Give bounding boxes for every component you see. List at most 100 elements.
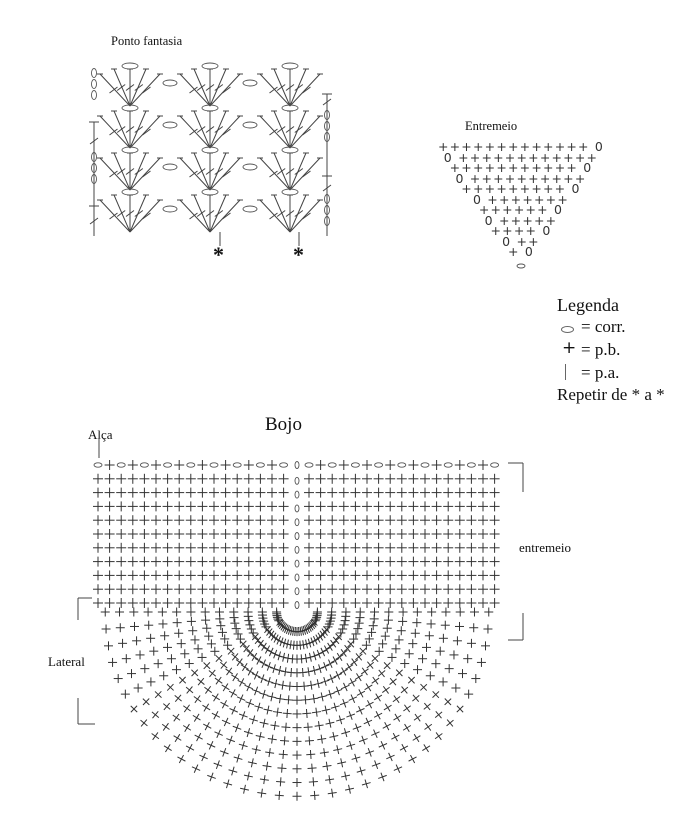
single-crochet: [385, 501, 396, 512]
single-crochet: [362, 515, 372, 526]
bojo-fan-stitch: [226, 735, 236, 745]
double-crochet-tick: [125, 168, 135, 175]
bojo-fan-stitch: [322, 761, 332, 771]
bojo-fan-stitch: [400, 659, 410, 669]
bojo-fan-stitch: [333, 745, 343, 755]
bojo-fan-stitch: [256, 639, 265, 648]
bojo-fan-stitch: [438, 677, 448, 687]
single-crochet: [338, 556, 349, 567]
single-crochet: [151, 515, 161, 526]
single-crochet: [396, 529, 407, 539]
bojo-fan-stitch: [303, 722, 313, 732]
single-crochet: [209, 515, 219, 526]
bojo-fan-stitch: [330, 702, 340, 712]
single-crochet: [315, 460, 326, 470]
bojo-fan-stitch: [466, 638, 476, 648]
single-crochet: [454, 529, 465, 539]
single-crochet: [185, 598, 196, 608]
single-crochet: [408, 584, 419, 595]
turning-chain: [91, 79, 97, 89]
single-crochet: [304, 529, 314, 539]
bojo-fan-stitch: [238, 740, 248, 750]
single-crochet: [174, 529, 185, 539]
chain-stitch: [304, 462, 314, 468]
single-crochet: [197, 501, 208, 512]
single-crochet: [116, 598, 127, 608]
bojo-fan-stitch: [341, 607, 351, 617]
bojo-fan-stitch: [219, 747, 229, 757]
bojo-fan-stitch: [374, 646, 384, 656]
bojo-fan-stitch: [365, 700, 374, 709]
bojo-fan-stitch: [129, 607, 139, 617]
bojo-fan-stitch: [395, 669, 403, 677]
single-crochet: [408, 487, 419, 498]
bojo-fan-stitch: [211, 693, 221, 702]
double-crochet-tick: [134, 126, 144, 133]
bojo-fan-stitch: [309, 694, 319, 704]
legend-sc-icon: +: [562, 338, 577, 358]
single-crochet: [373, 529, 384, 539]
bojo-fan-stitch: [162, 642, 172, 652]
bojo-fan-stitch: [383, 615, 393, 625]
double-crochet-tick: [125, 126, 135, 133]
single-crochet: [338, 501, 349, 512]
single-crochet: [174, 598, 185, 608]
single-crochet: [243, 460, 254, 470]
single-crochet: [408, 501, 419, 512]
bojo-fan-stitch: [172, 713, 181, 722]
entremeio-row: ++++++ 0: [478, 202, 564, 217]
bojo-fan-stitch: [270, 721, 280, 731]
bojo-fan-stitch: [320, 676, 330, 686]
bojo-fan-stitch: [264, 661, 274, 671]
single-crochet: [327, 570, 338, 581]
double-crochet-tick: [109, 170, 118, 178]
single-crochet: [162, 473, 173, 484]
bojo-fan-stitch: [317, 734, 327, 744]
single-crochet: [350, 529, 361, 539]
fan-top-chain: [201, 62, 219, 70]
single-crochet: [127, 515, 138, 526]
bojo-fan-stitch: [228, 766, 238, 776]
bojo-fan-stitch: [174, 628, 184, 638]
bojo-fan-stitch: [412, 607, 422, 617]
bojo-fan-stitch: [191, 764, 201, 773]
chain-between-fans: [242, 163, 258, 171]
single-crochet: [489, 501, 500, 512]
repeat-star-1: *: [213, 242, 224, 267]
bojo-fan-stitch: [337, 758, 347, 768]
single-crochet: [431, 529, 442, 539]
single-crochet: [243, 487, 254, 498]
single-crochet: [420, 487, 430, 498]
single-crochet: [315, 487, 326, 498]
single-crochet: [408, 473, 419, 484]
bojo-fan-stitch: [424, 631, 434, 641]
bojo-fan-stitch: [280, 736, 290, 746]
single-crochet: [267, 501, 277, 512]
single-crochet: [209, 556, 219, 567]
double-crochet: [179, 157, 211, 191]
legend-chain-icon: [561, 326, 574, 333]
single-crochet: [185, 584, 196, 595]
bojo-fan-stitch: [402, 723, 412, 732]
bojo-fan-stitch: [354, 618, 364, 628]
bojo-fan-stitch: [263, 645, 272, 654]
bojo-fan-stitch: [320, 661, 330, 671]
bojo-fan-stitch: [216, 621, 226, 631]
bojo-fan-stitch: [161, 722, 170, 731]
single-crochet: [338, 529, 349, 539]
bojo-fan-stitch: [243, 771, 253, 781]
bojo-fan-stitch: [115, 607, 125, 617]
double-crochet: [129, 115, 161, 149]
entremeio-row: 0 ++++++++++: [455, 170, 587, 186]
single-crochet: [431, 584, 442, 595]
bojo-fan-stitch: [186, 607, 196, 617]
bojo-fan-stitch: [151, 732, 160, 741]
single-crochet: [396, 570, 407, 581]
chain-stitch: [93, 462, 103, 468]
bojo-fan-stitch: [215, 614, 225, 624]
bojo-fan-stitch: [391, 644, 401, 654]
bojo-fan-stitch: [441, 607, 451, 617]
bojo-fan-stitch: [135, 650, 145, 660]
chain-stitch: [466, 462, 476, 468]
bojo-fan-stitch: [413, 713, 422, 722]
